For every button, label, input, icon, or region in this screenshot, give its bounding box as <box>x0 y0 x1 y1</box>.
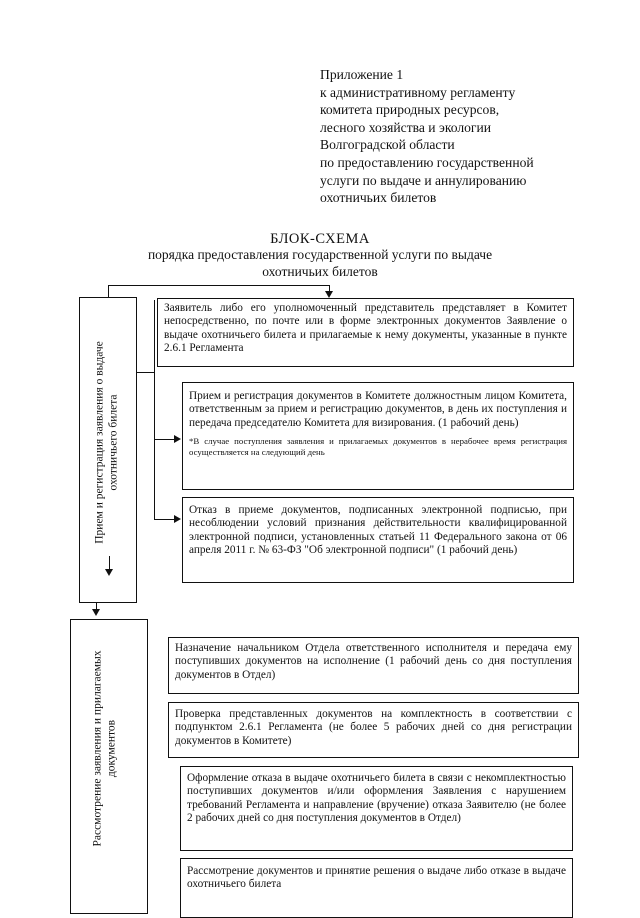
arrow-down-icon <box>92 609 100 616</box>
step-registration-box: Прием и регистрация документов в Комитет… <box>182 382 574 490</box>
section-review-label: Рассмотрение заявления и прилагаемых док… <box>91 650 118 847</box>
step-text: Оформление отказа в выдаче охотничьего б… <box>187 772 566 825</box>
connector <box>154 439 174 440</box>
step-text: Отказ в приеме документов, подписанных э… <box>189 504 567 557</box>
page-title: БЛОК-СХЕМА <box>270 231 370 247</box>
appendix-line: комитета природных ресурсов, <box>320 102 500 118</box>
connector <box>96 603 97 609</box>
arrow-right-icon <box>174 515 181 523</box>
subtitle-line-2: охотничьих билетов <box>262 263 378 279</box>
connector <box>329 285 330 291</box>
step-assignment-box: Назначение начальником Отдела ответствен… <box>168 637 579 694</box>
step-rejection-signature-box: Отказ в приеме документов, подписанных э… <box>182 497 574 583</box>
connector <box>108 285 330 286</box>
section-reception-label: Прием и регистрация заявления о выдаче о… <box>93 341 120 544</box>
step-text: Рассмотрение документов и принятие решен… <box>187 865 566 891</box>
appendix-header: Приложение 1 к административному регламе… <box>320 66 620 207</box>
step-text: Заявитель либо его уполномоченный предст… <box>164 302 567 355</box>
section-reception-box: Прием и регистрация заявления о выдаче о… <box>79 297 137 603</box>
appendix-line: лесного хозяйства и экологии <box>320 119 492 135</box>
connector <box>109 556 110 570</box>
appendix-line: услуги по выдаче и аннулированию <box>320 172 527 188</box>
appendix-line: по предоставлению государственной <box>320 154 534 170</box>
step-incomplete-rejection-box: Оформление отказа в выдаче охотничьего б… <box>180 766 573 851</box>
step-completeness-check-box: Проверка представленных документов на ко… <box>168 702 579 758</box>
appendix-line: охотничьих билетов <box>320 190 437 206</box>
appendix-line: Приложение 1 <box>320 67 404 82</box>
arrow-down-icon <box>325 291 333 298</box>
connector <box>154 519 174 520</box>
connector <box>108 285 109 297</box>
step-decision-box: Рассмотрение документов и принятие решен… <box>180 858 573 918</box>
step-text: Проверка представленных документов на ко… <box>175 708 572 747</box>
step-footnote: *В случае поступления заявления и прилаг… <box>189 436 567 458</box>
step-submission-box: Заявитель либо его уполномоченный предст… <box>157 298 574 367</box>
section-review-box: Рассмотрение заявления и прилагаемых док… <box>70 619 148 914</box>
arrow-down-icon <box>105 569 113 576</box>
connector <box>137 372 155 373</box>
page-subtitle: порядка предоставления государственной у… <box>0 247 640 280</box>
appendix-line: к административному регламенту <box>320 84 516 100</box>
subtitle-line-1: порядка предоставления государственной у… <box>147 247 493 262</box>
arrow-right-icon <box>174 435 181 443</box>
step-text: Прием и регистрация документов в Комитет… <box>189 390 567 429</box>
connector <box>154 300 155 520</box>
appendix-line: Волгоградской области <box>320 137 455 153</box>
step-text: Назначение начальником Отдела ответствен… <box>175 642 572 681</box>
